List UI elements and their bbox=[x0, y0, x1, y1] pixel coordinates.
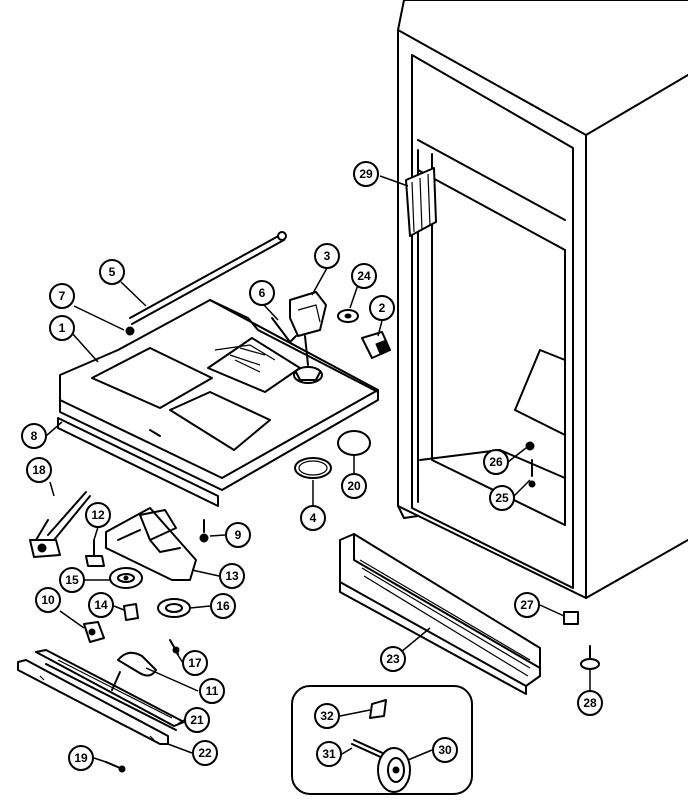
screw-17 bbox=[169, 639, 180, 655]
svg-text:22: 22 bbox=[198, 746, 212, 760]
svg-text:2: 2 bbox=[379, 301, 386, 315]
svg-text:20: 20 bbox=[347, 479, 361, 493]
washer-24 bbox=[337, 309, 359, 323]
shelf-assembly bbox=[57, 299, 379, 507]
cabinet bbox=[397, 0, 688, 599]
callout-31: 31 bbox=[316, 741, 342, 767]
svg-text:11: 11 bbox=[206, 684, 219, 698]
svg-text:14: 14 bbox=[94, 598, 108, 612]
callout-13: 13 bbox=[219, 563, 245, 589]
svg-text:19: 19 bbox=[74, 751, 88, 765]
callout-29: 29 bbox=[353, 161, 379, 187]
callout-19: 19 bbox=[68, 745, 94, 771]
svg-text:1: 1 bbox=[59, 321, 66, 335]
callout-16: 16 bbox=[210, 593, 236, 619]
rod bbox=[129, 231, 287, 325]
svg-text:30: 30 bbox=[438, 743, 452, 757]
inset-box bbox=[291, 685, 473, 795]
wheel-16 bbox=[157, 598, 191, 618]
callout-1: 1 bbox=[49, 315, 75, 341]
callout-18: 18 bbox=[26, 457, 52, 483]
bracket-27 bbox=[563, 611, 579, 625]
svg-text:18: 18 bbox=[32, 463, 46, 477]
light-cover-21 bbox=[35, 649, 185, 731]
screw-26 bbox=[525, 441, 535, 451]
ring-4 bbox=[294, 457, 332, 479]
svg-text:8: 8 bbox=[31, 429, 38, 443]
kick-plate-23 bbox=[339, 533, 541, 695]
svg-text:13: 13 bbox=[225, 569, 239, 583]
svg-text:25: 25 bbox=[495, 491, 509, 505]
callout-3: 3 bbox=[314, 243, 340, 269]
bulb-11 bbox=[111, 651, 157, 691]
callout-22: 22 bbox=[192, 740, 218, 766]
svg-text:21: 21 bbox=[190, 713, 204, 727]
svg-text:17: 17 bbox=[188, 656, 202, 670]
screw-7 bbox=[125, 326, 135, 336]
heater-18 bbox=[29, 491, 91, 558]
leader-lines bbox=[45, 175, 591, 763]
callout-20: 20 bbox=[341, 473, 367, 499]
screw-19 bbox=[105, 761, 126, 773]
svg-text:31: 31 bbox=[322, 747, 336, 761]
svg-text:23: 23 bbox=[386, 652, 400, 666]
svg-text:15: 15 bbox=[65, 573, 79, 587]
callout-26: 26 bbox=[483, 449, 509, 475]
svg-text:4: 4 bbox=[310, 511, 317, 525]
leveler-28 bbox=[580, 645, 600, 670]
callout-6: 6 bbox=[249, 280, 275, 306]
callout-30: 30 bbox=[432, 737, 458, 763]
svg-text:24: 24 bbox=[357, 269, 371, 283]
callout-9: 9 bbox=[225, 522, 251, 548]
callout-15: 15 bbox=[59, 567, 85, 593]
callout-27: 27 bbox=[514, 592, 540, 618]
callout-17: 17 bbox=[182, 650, 208, 676]
part-12 bbox=[85, 539, 105, 567]
svg-text:5: 5 bbox=[109, 265, 116, 279]
svg-text:6: 6 bbox=[259, 286, 266, 300]
svg-text:9: 9 bbox=[235, 528, 242, 542]
callout-2: 2 bbox=[369, 295, 395, 321]
callout-10: 10 bbox=[35, 587, 61, 613]
socket-10 bbox=[83, 621, 105, 643]
svg-text:7: 7 bbox=[59, 289, 66, 303]
callout-23: 23 bbox=[380, 646, 406, 672]
cover-20 bbox=[337, 430, 371, 456]
clip-6 bbox=[271, 317, 297, 343]
svg-text:10: 10 bbox=[41, 593, 55, 607]
callout-7: 7 bbox=[49, 283, 75, 309]
svg-text:12: 12 bbox=[91, 508, 105, 522]
callout-24: 24 bbox=[351, 263, 377, 289]
callout-25: 25 bbox=[489, 485, 515, 511]
callout-21: 21 bbox=[184, 707, 210, 733]
callout-12: 12 bbox=[85, 502, 111, 528]
bracket-13 bbox=[105, 507, 197, 581]
callout-32: 32 bbox=[314, 703, 340, 729]
callout-28: 28 bbox=[577, 690, 603, 716]
switch bbox=[361, 331, 391, 359]
callout-11: 11 bbox=[199, 678, 225, 704]
svg-text:27: 27 bbox=[520, 598, 534, 612]
svg-text:26: 26 bbox=[489, 455, 503, 469]
svg-text:16: 16 bbox=[216, 599, 230, 613]
svg-text:32: 32 bbox=[320, 709, 334, 723]
clip-14 bbox=[123, 603, 139, 621]
svg-text:3: 3 bbox=[324, 249, 331, 263]
screw-9 bbox=[199, 519, 209, 543]
roller-25 bbox=[528, 459, 536, 488]
callout-5: 5 bbox=[99, 259, 125, 285]
thermostat bbox=[289, 291, 327, 384]
svg-text:29: 29 bbox=[359, 167, 373, 181]
svg-text:28: 28 bbox=[583, 696, 597, 710]
fan-blade-15 bbox=[109, 567, 143, 589]
callout-8: 8 bbox=[21, 423, 47, 449]
callout-4: 4 bbox=[300, 505, 326, 531]
callout-14: 14 bbox=[88, 592, 114, 618]
